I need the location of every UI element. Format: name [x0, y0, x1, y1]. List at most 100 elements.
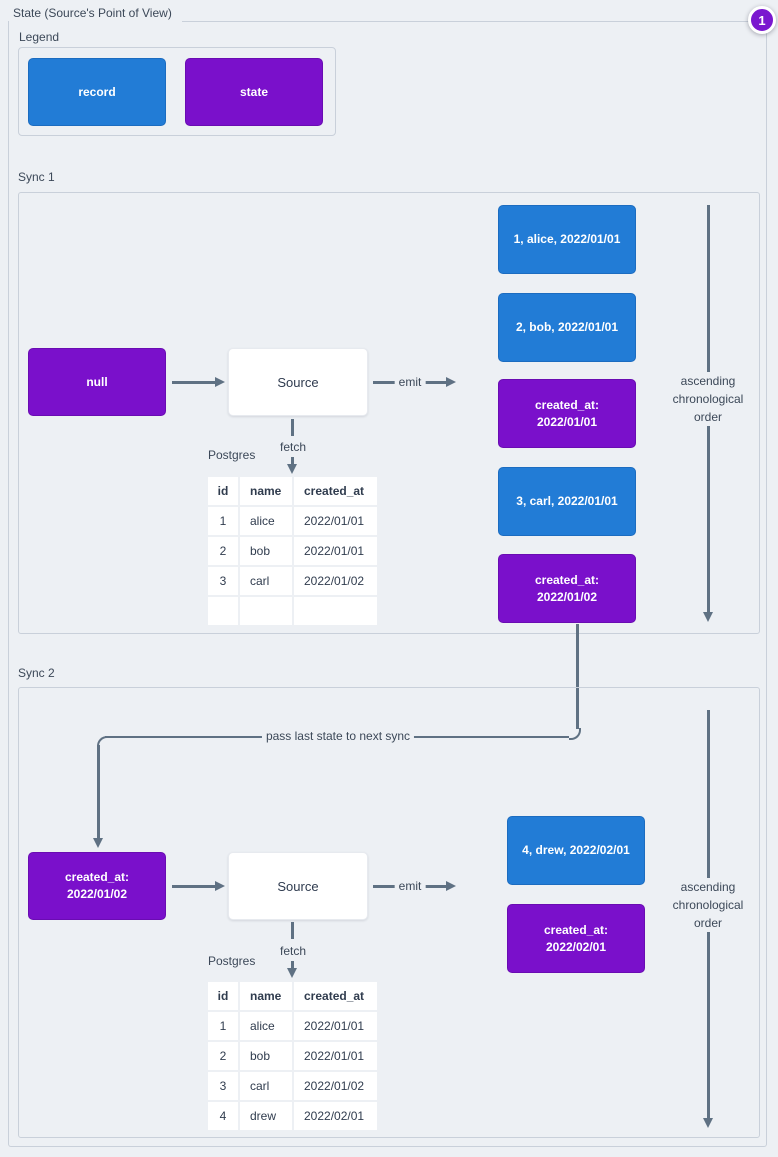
pass-connector-corner-left [97, 735, 109, 748]
table-cell: 1 [208, 507, 238, 535]
state-text-line: created_at: [534, 397, 600, 412]
legend-record-text: record [78, 84, 116, 99]
legend-record-swatch: record [28, 58, 166, 126]
sync1-output-state-1: created_at: 2022/01/01 [498, 379, 636, 448]
state-text-line: created_at: [534, 572, 600, 587]
order-label-line: chronological [672, 898, 744, 912]
sync1-order-arrowhead-icon [702, 612, 713, 622]
table-cell: 2022/01/01 [294, 507, 377, 535]
sync1-panel [18, 192, 760, 634]
col-header: created_at [294, 982, 377, 1010]
sync1-input-state-node: null [28, 348, 166, 416]
sync1-postgres-table: id name created_at 1 alice 2022/01/01 2 … [208, 477, 377, 625]
sync2-panel [18, 687, 760, 1138]
sync1-fetch-stem [291, 457, 294, 464]
record-text: 2, bob, 2022/01/01 [515, 320, 619, 334]
col-header: id [208, 982, 238, 1010]
step-badge: 1 [748, 6, 776, 34]
sync1-db-label: Postgres [208, 448, 256, 462]
legend-state-swatch: state [185, 58, 323, 126]
state-text-line: 2022/01/01 [536, 414, 598, 429]
sync1-emit-label: emit [394, 375, 426, 389]
sync1-order-line-top [707, 205, 710, 372]
order-label-line: ascending [680, 374, 736, 388]
sync2-input-arrowhead-icon [215, 881, 225, 891]
sync1-output-record-2: 2, bob, 2022/01/01 [498, 293, 636, 362]
table-cell: 2 [208, 1042, 238, 1070]
pass-connector-corner-right [568, 728, 581, 740]
sync2-order-arrowhead-icon [702, 1118, 713, 1128]
sync2-output-state-1: created_at: 2022/02/01 [507, 904, 645, 973]
record-text: 4, drew, 2022/02/01 [522, 843, 630, 857]
table-cell: 2022/02/01 [294, 1102, 377, 1130]
table-cell: alice [240, 1012, 292, 1040]
sync1-fetch-arrowhead-icon [286, 464, 297, 474]
sync1-label: Sync 1 [18, 170, 55, 184]
table-cell [208, 597, 238, 625]
sync2-fetch-label: fetch [275, 944, 311, 958]
state-pov-frame [8, 21, 767, 1147]
table-cell: 2022/01/02 [294, 567, 377, 595]
table-cell: 4 [208, 1102, 238, 1130]
table-cell: 2022/01/01 [294, 1012, 377, 1040]
sync1-output-record-1: 1, alice, 2022/01/01 [498, 205, 636, 274]
sync1-order-line-bottom [707, 426, 710, 612]
order-label-line: order [693, 916, 722, 930]
sync1-output-state-2: created_at: 2022/01/02 [498, 554, 636, 623]
legend-panel [18, 47, 336, 136]
sync2-db-label: Postgres [208, 954, 256, 968]
sync2-source-text: Source [277, 878, 319, 894]
state-text-line: created_at: [64, 870, 130, 884]
sync2-input-state-node: created_at: 2022/01/02 [28, 852, 166, 920]
sync1-source-node: Source [228, 348, 368, 416]
table-cell: bob [240, 1042, 292, 1070]
record-text: 1, alice, 2022/01/01 [513, 232, 621, 246]
sync1-fetch-label: fetch [275, 440, 311, 454]
col-header: created_at [294, 477, 377, 505]
sync2-label: Sync 2 [18, 666, 55, 680]
table-cell [294, 597, 377, 625]
sync2-emit-arrowhead-icon [446, 881, 456, 891]
table-cell: carl [240, 1072, 292, 1100]
pass-connector-seg-down2 [97, 744, 100, 839]
sync1-input-state-text: null [86, 374, 108, 389]
state-text-line: 2022/01/02 [536, 589, 598, 604]
table-cell: alice [240, 507, 292, 535]
table-cell: 3 [208, 1072, 238, 1100]
order-label-line: order [693, 410, 722, 424]
sync2-fetch-stem [291, 961, 294, 968]
sync2-postgres-table: id name created_at 1 alice 2022/01/01 2 … [208, 982, 377, 1130]
table-cell [240, 597, 292, 625]
sync2-emit-label: emit [394, 879, 426, 893]
record-text: 3, carl, 2022/01/01 [516, 494, 618, 508]
sync1-fetch-line [291, 419, 294, 436]
order-label-line: chronological [672, 392, 744, 406]
state-text-line: 2022/02/01 [545, 939, 607, 954]
sync2-output-record-1: 4, drew, 2022/02/01 [507, 816, 645, 885]
sync1-output-record-3: 3, carl, 2022/01/01 [498, 467, 636, 536]
sync1-input-arrowhead-icon [215, 377, 225, 387]
table-cell: carl [240, 567, 292, 595]
sync2-order-label: ascending chronological order [653, 878, 763, 932]
sync2-fetch-line [291, 922, 294, 939]
sync1-source-text: Source [277, 374, 319, 390]
legend-state-text: state [239, 84, 268, 99]
state-text-line: 2022/01/02 [66, 887, 128, 901]
order-label-line: ascending [680, 880, 736, 894]
sync1-input-arrow-line [172, 381, 215, 384]
sync2-order-line-bottom [707, 932, 710, 1118]
table-cell: 2022/01/02 [294, 1072, 377, 1100]
col-header: id [208, 477, 238, 505]
table-cell: 3 [208, 567, 238, 595]
sync1-emit-arrowhead-icon [446, 377, 456, 387]
sync2-order-line-top [707, 710, 710, 878]
frame-top-border [182, 21, 766, 22]
table-cell: 1 [208, 1012, 238, 1040]
diagram-title: State (Source's Point of View) [13, 6, 172, 20]
pass-connector-seg-down [576, 624, 579, 729]
sync1-order-label: ascending chronological order [653, 372, 763, 426]
col-header: name [240, 982, 292, 1010]
sync2-input-arrow-line [172, 885, 215, 888]
table-cell: bob [240, 537, 292, 565]
